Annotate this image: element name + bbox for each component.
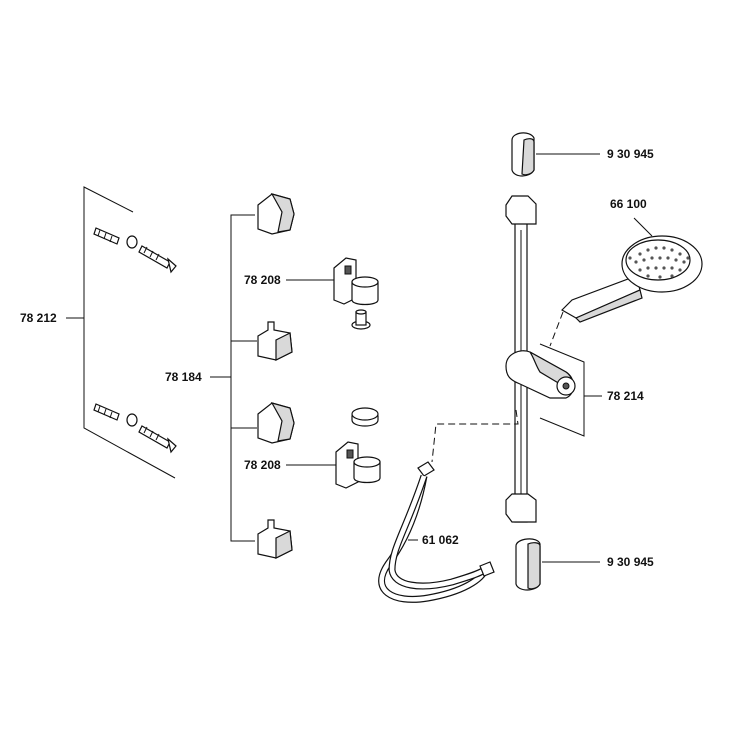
- holder-lower: 78 208: [244, 407, 381, 489]
- rail-bottom-holder: [505, 493, 537, 523]
- wall-plug-set-bracket-line: [83, 186, 176, 479]
- holder-lower-label: 78 208: [244, 458, 281, 472]
- bracket-base-2: [257, 519, 293, 559]
- hand-shower-label: 66 100: [610, 197, 647, 211]
- slider: 78 214: [431, 343, 644, 463]
- end-cap-top: 9 30 945: [511, 132, 654, 177]
- rail-top-holder: [505, 195, 537, 225]
- washer-lower: [126, 413, 138, 427]
- holder-upper-screw: [351, 309, 371, 330]
- holder-lower-cap: [351, 407, 379, 427]
- washer-upper: [126, 235, 138, 249]
- wall-plug-set: 78 212: [20, 186, 177, 479]
- bracket-cover-1: [257, 193, 295, 235]
- hand-shower-dashed-guide: [549, 311, 564, 347]
- hand-shower: 66 100: [549, 197, 703, 347]
- hand-shower-leader: [633, 217, 653, 237]
- bracket-set-label: 78 184: [165, 370, 202, 384]
- wall-plug-set-label: 78 212: [20, 311, 57, 325]
- slider-label: 78 214: [607, 389, 644, 403]
- end-cap-bottom-label: 9 30 945: [607, 555, 654, 569]
- wall-plug-lower: [93, 403, 120, 421]
- shower-hose: 61 062: [378, 461, 495, 603]
- bracket-set-bracket-line: [230, 214, 255, 542]
- bracket-base-1: [257, 321, 293, 361]
- end-cap-bottom: 9 30 945: [515, 538, 654, 591]
- hose-label: 61 062: [422, 533, 459, 547]
- end-cap-top-label: 9 30 945: [607, 147, 654, 161]
- slider-dashed-guide: [431, 409, 519, 463]
- hose-end: [479, 561, 495, 577]
- screw-upper: [138, 245, 177, 274]
- holder-upper: 78 208: [244, 257, 379, 330]
- holder-upper-label: 78 208: [244, 273, 281, 287]
- bracket-set: 78 184: [165, 193, 295, 559]
- bracket-cover-2: [257, 402, 295, 444]
- slider-bracket-line: [539, 343, 585, 437]
- hose-nut: [417, 461, 435, 477]
- screw-lower: [138, 425, 177, 454]
- wall-plug-upper: [93, 227, 120, 245]
- spray-nozzles: [628, 246, 690, 279]
